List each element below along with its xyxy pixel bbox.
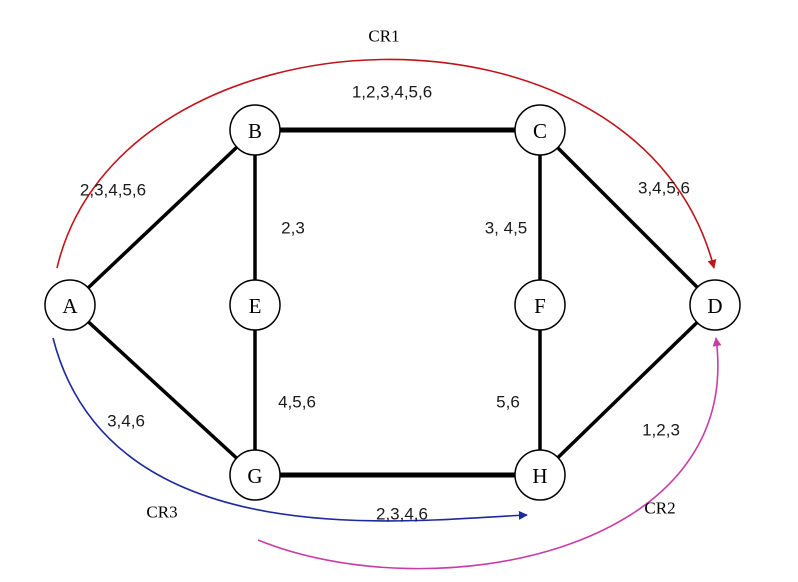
edge-h-d xyxy=(538,303,717,477)
edge-label-b-c: 1,2,3,4,5,6 xyxy=(352,83,432,102)
edge-label-b-e: 2,3 xyxy=(281,219,305,238)
edge-a-b xyxy=(68,128,257,307)
routes-layer xyxy=(52,58,722,570)
nodes-layer: A B C D E F G H xyxy=(44,104,741,501)
route-label-cr3: CR3 xyxy=(146,503,177,522)
node-d-label: D xyxy=(707,294,722,318)
route-cr2-arrow xyxy=(257,337,722,570)
edge-a-g xyxy=(68,303,257,477)
node-f: F xyxy=(514,279,566,331)
labels-layer: 2,3,4,5,6 1,2,3,4,5,6 3,4,5,6 2,3 3, 4,5 4,5,… xyxy=(80,27,690,524)
edge-label-a-b: 2,3,4,5,6 xyxy=(80,181,146,200)
node-a-circle xyxy=(44,279,96,331)
node-h: H xyxy=(514,449,566,501)
node-b: B xyxy=(229,104,281,156)
node-a-label: A xyxy=(62,294,78,318)
node-f-label: F xyxy=(534,294,546,318)
node-e-circle xyxy=(229,279,281,331)
node-e: E xyxy=(229,279,281,331)
node-f-circle xyxy=(514,279,566,331)
node-b-label: B xyxy=(248,119,262,143)
edge-label-h-d: 1,2,3 xyxy=(642,421,680,440)
edge-label-e-g: 4,5,6 xyxy=(278,393,316,412)
edges-layer xyxy=(68,127,717,478)
node-c: C xyxy=(514,104,566,156)
node-b-circle xyxy=(229,104,281,156)
node-h-circle xyxy=(514,449,566,501)
route-label-cr2: CR2 xyxy=(644,499,675,518)
edge-c-d xyxy=(538,128,717,307)
node-e-label: E xyxy=(249,294,262,318)
route-cr1-arrow xyxy=(56,58,717,269)
route-cr3-arrow xyxy=(52,337,528,522)
node-c-circle xyxy=(514,104,566,156)
edge-label-c-d: 3,4,5,6 xyxy=(638,179,690,198)
node-g-label: G xyxy=(247,464,262,488)
route-label-cr1: CR1 xyxy=(368,27,399,46)
edge-label-a-g: 3,4,6 xyxy=(107,412,145,431)
edge-label-f-h: 5,6 xyxy=(496,393,520,412)
edge-label-g-h: 2,3,4,6 xyxy=(376,505,428,524)
node-h-label: H xyxy=(532,464,547,488)
node-d-circle xyxy=(689,279,741,331)
edge-label-c-f: 3, 4,5 xyxy=(485,219,528,238)
node-a: A xyxy=(44,279,96,331)
node-c-label: C xyxy=(533,119,547,143)
node-d: D xyxy=(689,279,741,331)
node-g: G xyxy=(229,449,281,501)
node-g-circle xyxy=(229,449,281,501)
